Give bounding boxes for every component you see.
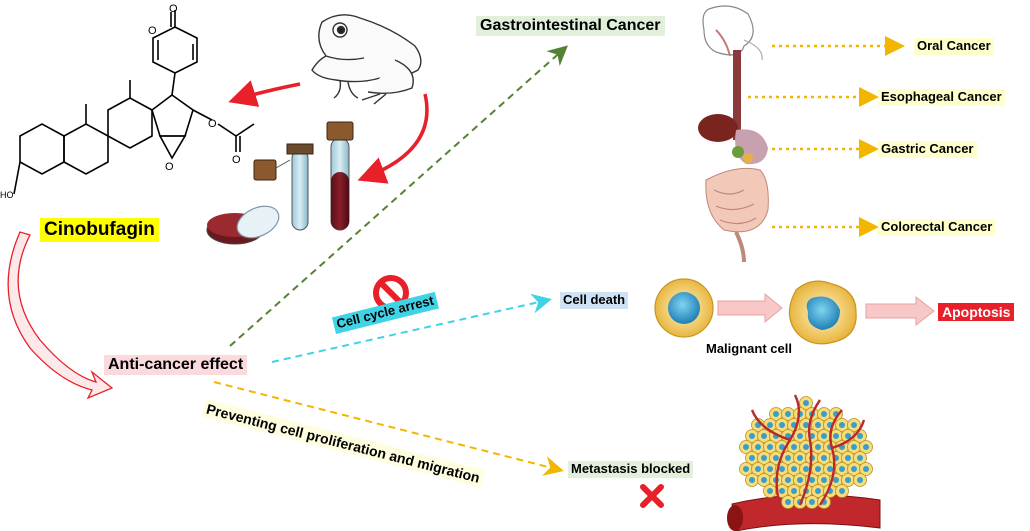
tumor-cell-nucleus (767, 422, 773, 428)
tumor-cell-nucleus (743, 466, 749, 472)
tumor-cell-nucleus (821, 477, 827, 483)
epoxide-oxygen-label: O (165, 161, 174, 173)
tumor-cell-nucleus (851, 466, 857, 472)
tumor-cell-nucleus (803, 466, 809, 472)
tumor-cell-nucleus (743, 444, 749, 450)
tumor-cell-nucleus (815, 466, 821, 472)
tumor-icon (739, 394, 873, 509)
gi-branch-arrow (229, 45, 568, 347)
tumor-cell-nucleus (803, 400, 809, 406)
tumor-cell-nucleus (761, 455, 767, 461)
tumor-cell-nucleus (773, 455, 779, 461)
frog-to-extract-arrow (357, 93, 429, 184)
tumor-cell-nucleus (857, 477, 863, 483)
tumor-cell-nucleus (773, 411, 779, 417)
tumor-cell-nucleus (797, 455, 803, 461)
tumor-cell-nucleus (791, 466, 797, 472)
tumor-cell-nucleus (797, 433, 803, 439)
lactone-oxygen-label: O (148, 25, 157, 37)
tumor-vessel (798, 399, 821, 506)
cell-change-arrow (717, 292, 783, 324)
tumor-cell-nucleus (857, 433, 863, 439)
tumor-cell-nucleus (821, 411, 827, 417)
tumor-cell-nucleus (809, 499, 815, 505)
carbonyl-oxygen-label: O (169, 3, 178, 15)
tumor-cell-nucleus (833, 433, 839, 439)
tumor-cell-nucleus (767, 444, 773, 450)
cinobufagin-to-effect-arrow (7, 231, 114, 400)
tumor-cell-nucleus (791, 444, 797, 450)
tumor-cell-nucleus (839, 466, 845, 472)
tumor-cell-nucleus (851, 444, 857, 450)
malignant-cell-icon (788, 280, 857, 345)
blood-vessel-icon (727, 494, 881, 531)
tumor-vessel (750, 409, 791, 442)
tumor-cell-nucleus (815, 488, 821, 494)
cell-death-label: Cell death (560, 292, 629, 309)
tumor-cell-nucleus (749, 455, 755, 461)
tumor-cell-nucleus (779, 422, 785, 428)
metastasis-label: Metastasis blocked (568, 461, 694, 478)
tumor-cell-nucleus (779, 488, 785, 494)
tumor-cell-nucleus (833, 477, 839, 483)
frog-to-structure-arrow (228, 80, 301, 107)
gi-cancer-1: Esophageal Cancer (878, 89, 1005, 106)
petri-dish-icon (206, 205, 280, 245)
tumor-cell-nucleus (791, 488, 797, 494)
tumor-cell-nucleus (803, 444, 809, 450)
tumor-cell-nucleus (767, 488, 773, 494)
tumor-cell-nucleus (785, 455, 791, 461)
gi-cancer-3: Colorectal Cancer (878, 219, 996, 236)
apoptosis-label: Apoptosis (938, 303, 1015, 322)
cinobufagin-structure (13, 10, 255, 195)
hydroxyl-label: HO (0, 190, 14, 200)
tumor-cell-nucleus (845, 477, 851, 483)
tumor-vessel (831, 419, 866, 450)
compound-name: Cinobufagin (40, 218, 159, 242)
gi-cancer-0: Oral Cancer (914, 38, 994, 55)
tumor-cell-nucleus (815, 422, 821, 428)
tumor-cell-nucleus (863, 466, 869, 472)
digestive-system-icon (698, 5, 769, 263)
tumor-cell-nucleus (785, 499, 791, 505)
tumor-cell-nucleus (845, 433, 851, 439)
gi-cancer-2: Gastric Cancer (878, 141, 977, 158)
tumor-cell-nucleus (761, 433, 767, 439)
tumor-cell-nucleus (785, 411, 791, 417)
tumor-cell-nucleus (857, 455, 863, 461)
tumor-cell-nucleus (779, 466, 785, 472)
tumor-cell-nucleus (749, 433, 755, 439)
tumor-cell-nucleus (839, 422, 845, 428)
tumor-cell-nucleus (821, 433, 827, 439)
test-tube-icon (253, 121, 354, 231)
tumor-cell-nucleus (797, 477, 803, 483)
tumor-cell-nucleus (761, 477, 767, 483)
tumor-cell-nucleus (815, 444, 821, 450)
acetyl-oxygen-label: O (232, 154, 241, 166)
gi-cancer-label: Gastrointestinal Cancer (476, 16, 665, 37)
tumor-cell-nucleus (785, 477, 791, 483)
tumor-cell-nucleus (767, 466, 773, 472)
ester-oxygen-label: O (208, 118, 217, 130)
cross-icon (640, 484, 664, 508)
tumor-cell-nucleus (839, 488, 845, 494)
apoptosis-arrow (865, 295, 935, 327)
tumor-cell-nucleus (845, 455, 851, 461)
tumor-cell-nucleus (803, 422, 809, 428)
tumor-cell-nucleus (809, 477, 815, 483)
normal-cell-icon (654, 278, 714, 338)
tumor-cell-nucleus (863, 444, 869, 450)
tumor-cell-nucleus (755, 466, 761, 472)
frog-icon (311, 14, 422, 105)
tumor-cell-nucleus (749, 477, 755, 483)
malignant-cell-label: Malignant cell (706, 341, 792, 356)
tumor-cell-nucleus (827, 466, 833, 472)
tumor-cell-nucleus (851, 422, 857, 428)
tumor-cell-nucleus (821, 455, 827, 461)
tumor-cell-nucleus (779, 444, 785, 450)
hub-label: Anti-cancer effect (104, 355, 248, 376)
tumor-cell-nucleus (755, 444, 761, 450)
